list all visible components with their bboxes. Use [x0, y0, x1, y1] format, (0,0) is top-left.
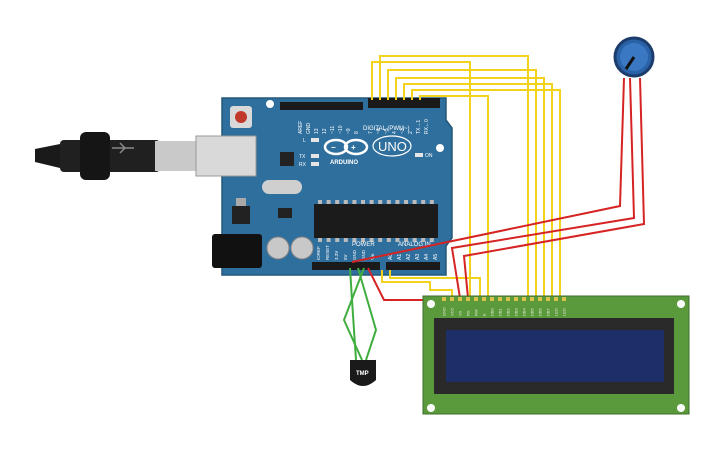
top-pin-label: ~9: [346, 128, 352, 134]
lcd-pin[interactable]: [506, 297, 510, 301]
digital-header-label: DIGITAL (PWM~): [363, 126, 410, 132]
analog-pin-label: A2: [406, 254, 412, 260]
analog-header-label: ANALOG IN: [398, 242, 431, 248]
logo-text: ARDUINO: [330, 160, 358, 166]
lcd-pin-label: DB3: [514, 307, 519, 316]
power-pin-label: GND: [352, 249, 357, 260]
header-analog[interactable]: [386, 262, 440, 270]
lcd-pin[interactable]: [514, 297, 518, 301]
led-l-label: L: [303, 138, 306, 144]
lcd-pin[interactable]: [498, 297, 502, 301]
led-tx: [311, 154, 319, 158]
header-digital[interactable]: [368, 98, 440, 108]
lcd-pin[interactable]: [466, 297, 470, 301]
lcd-pin-label: DB5: [530, 307, 535, 316]
analog-pin-label: A3: [415, 254, 421, 260]
top-pin-label: 4: [392, 131, 398, 134]
led-tx-label: TX: [299, 154, 306, 160]
led-on: [415, 153, 423, 157]
top-pin-label: 8: [354, 131, 360, 134]
lcd-pin-label: RW: [474, 309, 479, 316]
svg-text:+: +: [351, 143, 356, 152]
potentiometer[interactable]: [613, 36, 655, 78]
analog-pin-label: A4: [424, 254, 430, 260]
power-pin-label: IOREF: [316, 246, 321, 260]
lcd-pin[interactable]: [562, 297, 566, 301]
lcd-pin-label: GND: [442, 307, 447, 316]
lcd-pin[interactable]: [458, 297, 462, 301]
top-pin-label: ~5: [384, 128, 390, 134]
top-pin-label: ~11: [330, 126, 336, 134]
lcd-pin[interactable]: [482, 297, 486, 301]
analog-pin-label: A0: [388, 254, 394, 260]
lcd-pin-label: LED: [554, 308, 559, 316]
lcd-screen: [446, 330, 664, 382]
usb-socket: [195, 135, 257, 177]
lcd-pin[interactable]: [442, 297, 446, 301]
power-pin-label: Vin: [370, 253, 375, 260]
top-pin-label: AREF: [298, 121, 304, 134]
top-pin-label: ~6: [376, 128, 382, 134]
lcd-pin-label: LED: [562, 308, 567, 316]
top-pin-label: RX←0: [424, 119, 430, 134]
power-pin-label: 3.3V: [334, 251, 339, 260]
lcd-pin-label: DB6: [538, 307, 543, 316]
top-pin-label: ~10: [338, 125, 344, 134]
atmega-chip: [314, 204, 438, 238]
header-power[interactable]: [312, 262, 380, 270]
lcd-pin-label: E: [482, 313, 487, 316]
svg-text:−: −: [331, 143, 336, 152]
sensor-label: TMP: [356, 371, 369, 377]
top-pin-label: 13: [314, 128, 320, 134]
lcd-pin-label: DB4: [522, 307, 527, 316]
power-header-label: POWER: [352, 242, 375, 248]
red-wires: [351, 77, 646, 301]
lcd-pin[interactable]: [522, 297, 526, 301]
led-rx-label: RX: [299, 162, 307, 168]
lcd-pin[interactable]: [554, 297, 558, 301]
top-pin-label: TX→1: [416, 120, 422, 134]
lcd-pin-label: DB2: [506, 307, 511, 316]
uno-badge: UNO: [372, 135, 412, 157]
header-top-left[interactable]: [280, 102, 363, 110]
lcd-pin[interactable]: [546, 297, 550, 301]
lcd-pin[interactable]: [474, 297, 478, 301]
power-pin-label: GND: [361, 249, 366, 260]
arduino-logo: − + ARDUINO: [323, 138, 369, 166]
led-on-label: ON: [425, 153, 433, 159]
lcd-pin-label: DB0: [490, 307, 495, 316]
power-jack: [212, 234, 262, 268]
lcd-pin[interactable]: [538, 297, 542, 301]
temperature-sensor: TMP: [350, 360, 376, 386]
led-rx: [311, 162, 319, 166]
model-label: UNO: [378, 139, 407, 154]
power-pin-label: 5V: [343, 254, 348, 260]
top-pin-label: 2: [408, 131, 414, 134]
lcd-pin[interactable]: [530, 297, 534, 301]
lcd-pin[interactable]: [450, 297, 454, 301]
top-pin-label: 7: [368, 131, 374, 134]
lcd-pin-label: DB1: [498, 307, 503, 316]
power-pin-label: RESET: [325, 245, 330, 260]
yellow-wires: [371, 55, 561, 298]
lcd-pin-label: DB7: [546, 307, 551, 316]
top-pin-label: ~3: [400, 128, 406, 134]
analog-pin-label: A5: [433, 254, 439, 260]
lcd-pin-label: VCC: [450, 307, 455, 316]
top-pin-label: GND: [306, 123, 312, 135]
green-wires: [342, 267, 378, 361]
lcd-pin-label: V0: [458, 310, 463, 316]
top-pin-label: 12: [322, 128, 328, 134]
lcd-pin-label: RS: [466, 310, 471, 316]
lcd-pin[interactable]: [490, 297, 494, 301]
led-l: [311, 138, 319, 142]
analog-pin-label: A1: [397, 254, 403, 260]
